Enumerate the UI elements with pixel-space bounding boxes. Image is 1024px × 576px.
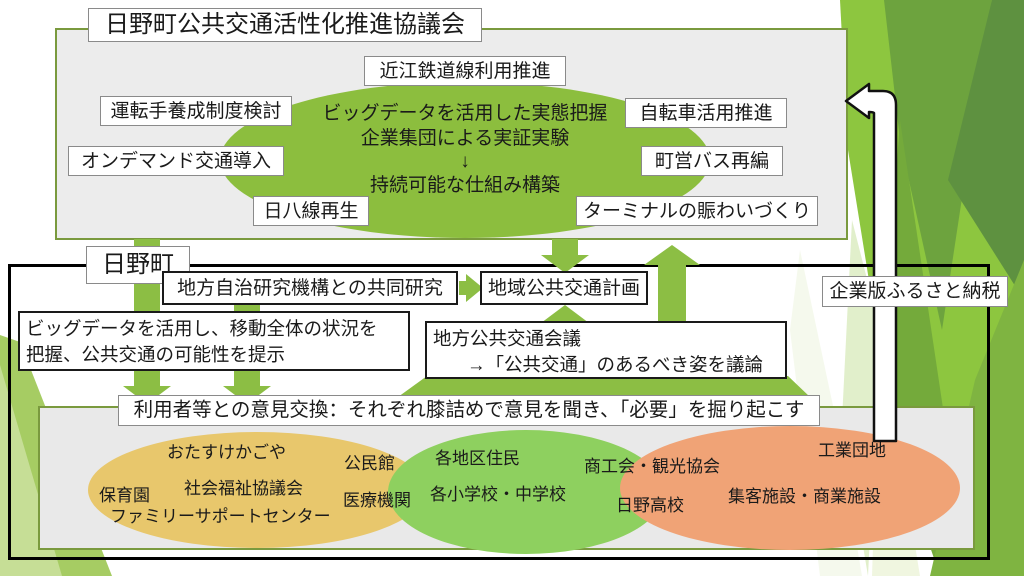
label-kogyo-danchi: 工業団地 (818, 441, 886, 460)
up-arrow-council-head (541, 305, 589, 323)
community-group-ellipse (388, 430, 664, 554)
opinion-exchange-bar: 利用者等との意見交換：それぞれ膝詰めで意見を聞き、「必要」を掘り起こす (118, 395, 820, 426)
label-shukyaku-shisetsu: 集客施設・商業施設 (728, 487, 881, 506)
bigdata-line-1: ビッグデータを活用し、移動全体の状況を (26, 318, 378, 339)
right-arrow-bar (459, 281, 469, 295)
ellipse-text-block: ビッグデータを活用した実態把握 企業集団による実証実験 ↓ 持続可能な仕組み構築 (250, 101, 680, 198)
ellipse-line-bigdata: ビッグデータを活用した実態把握 (322, 103, 608, 124)
down-arrow-plan-bar (552, 239, 578, 257)
ellipse-line-sustainable: 持続可能な仕組み構築 (369, 175, 560, 196)
label-hino-koko: 日野高校 (616, 496, 684, 515)
label-hoikuen: 保育園 (99, 486, 150, 505)
bigdata-proposal-box: ビッグデータを活用し、移動全体の状況を 把握、公共交通の可能性を提示 (18, 311, 410, 371)
hino-town-container-box (8, 264, 990, 560)
label-nippachi-line: 日八線再生 (253, 196, 369, 226)
opinion-to-council-trapezoid (398, 376, 810, 397)
right-arrow-head (466, 274, 483, 302)
council-title-box: 日野町公共交通活性化推進協議会 (88, 8, 482, 42)
label-town-bus: 町営バス再編 (641, 146, 783, 176)
transport-council-box: 地方公共交通会議 →「公共交通」のあるべき姿を議論 (425, 321, 787, 379)
joint-research-box: 地方自治研究機構との共同研究 (162, 271, 458, 305)
label-kominkan: 公民館 (344, 454, 395, 473)
label-shokokai-kanko: 商工会・観光協会 (584, 457, 720, 476)
industry-group-ellipse (620, 426, 960, 550)
label-family-support-center: ファミリーサポートセンター (110, 507, 331, 526)
label-terminal-vitality: ターミナルの賑わいづくり (576, 196, 818, 226)
label-iryokikan: 医療機関 (343, 491, 411, 510)
council-line-1: 地方公共交通会議 (433, 328, 582, 349)
label-otasuke-kagoya: おたすけかごや (167, 443, 286, 462)
ellipse-line-experiment: 企業集団による実証実験 (360, 128, 570, 149)
bigdata-line-2: 把握、公共交通の可能性を提示 (26, 344, 286, 365)
big-up-arrow-head (644, 245, 700, 265)
transport-plan-box: 地域公共交通計画 (480, 271, 648, 305)
council-line-2: →「公共交通」のあるべき姿を議論 (467, 354, 764, 375)
ellipse-line-arrow: ↓ (460, 151, 470, 172)
label-driver-training: 運転手養成制度検討 (100, 96, 292, 126)
label-on-demand-transport: オンデマンド交通導入 (68, 146, 284, 176)
label-kakuchiku-jumin: 各地区住民 (435, 449, 520, 468)
label-shakyo: 社会福祉協議会 (184, 479, 303, 498)
down-arrow-plan-head (541, 255, 589, 273)
welfare-group-ellipse (88, 432, 426, 548)
label-omi-railway: 近江鉄道線利用推進 (364, 56, 566, 86)
label-shochugakko: 各小学校・中学校 (430, 485, 566, 504)
label-bicycle-promotion: 自転車活用推進 (625, 98, 787, 128)
furusato-tax-box: 企業版ふるさと納税 (822, 276, 1008, 307)
